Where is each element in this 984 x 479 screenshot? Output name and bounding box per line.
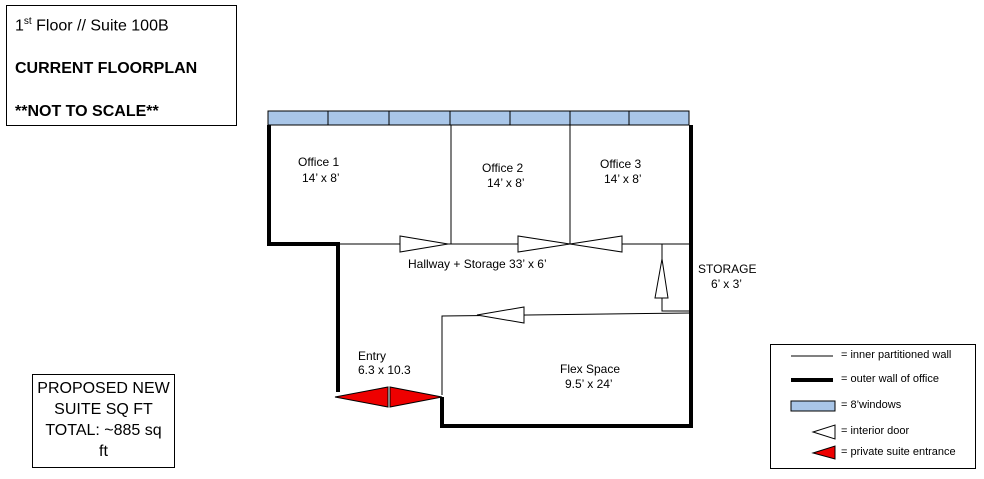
inner-wall-storage (661, 244, 691, 312)
window (569, 110, 630, 126)
legend-symbols (790, 355, 836, 460)
legend: = inner partitioned wall = outer wall of… (770, 344, 976, 469)
window-strip (267, 110, 690, 126)
floor-suite-title: 1st Floor // Suite 100B (15, 16, 169, 35)
window (449, 110, 511, 126)
window-swatch (790, 400, 836, 412)
window (388, 110, 451, 126)
inner-walls (338, 125, 692, 395)
legend-inner-wall-label: = inner partitioned wall (841, 349, 952, 361)
storage-name: STORAGE (698, 262, 756, 276)
office1-name: Office 1 (298, 155, 339, 169)
plan-subtitle: CURRENT FLOORPLAN (15, 60, 198, 77)
inner-wall-flex (441, 312, 692, 395)
proposed-line: ft (99, 443, 108, 460)
proposed-sqft-box: PROPOSED NEW SUITE SQ FT TOTAL: ~885 sq … (32, 374, 175, 468)
interior-door-icon (399, 235, 449, 253)
proposed-line: TOTAL: ~885 sq (45, 422, 162, 439)
outer-walls (267, 125, 693, 428)
outer-wall-east-south (440, 125, 693, 428)
interior-door-icon (569, 235, 623, 253)
entry-name: Entry (358, 349, 386, 363)
office3-name: Office 3 (600, 157, 641, 171)
flex-dims: 9.5’ x 24’ (565, 377, 613, 391)
interior-door-icon (811, 424, 836, 440)
window (267, 110, 329, 126)
interior-door-icon (517, 235, 571, 253)
office2-name: Office 2 (482, 161, 523, 175)
window (628, 110, 690, 126)
legend-interior-door-label: = interior door (841, 425, 910, 437)
legend-private-entrance-label: = private suite entrance (841, 446, 956, 458)
proposed-line: PROPOSED NEW (37, 380, 170, 397)
private-entrance-icon (334, 386, 389, 408)
outer-wall-west (267, 125, 340, 392)
title-box: 1st Floor // Suite 100B CURRENT FLOORPLA… (6, 5, 237, 126)
scale-note: **NOT TO SCALE** (15, 103, 159, 120)
proposed-line: SUITE SQ FT (54, 401, 153, 418)
legend-windows-label: = 8’windows (841, 399, 902, 411)
interior-door-icon (654, 258, 669, 299)
office3-dims: 14’ x 8’ (604, 172, 642, 186)
office1-dims: 14’ x 8’ (302, 171, 340, 185)
office2-dims: 14’ x 8’ (487, 176, 525, 190)
flex-name: Flex Space (560, 362, 620, 376)
hallway-label: Hallway + Storage 33’ x 6’ (408, 257, 547, 271)
interior-door-icon (476, 306, 525, 324)
private-entrance-icon (389, 386, 443, 408)
entry-dims: 6.3 x 10.3 (358, 363, 411, 377)
window (509, 110, 571, 126)
private-entrance-icon (811, 445, 836, 460)
private-entrance (334, 386, 443, 408)
legend-outer-wall-label: = outer wall of office (841, 373, 939, 385)
window (327, 110, 390, 126)
interior-doors (399, 235, 669, 324)
storage-dims: 6’ x 3’ (711, 277, 742, 291)
